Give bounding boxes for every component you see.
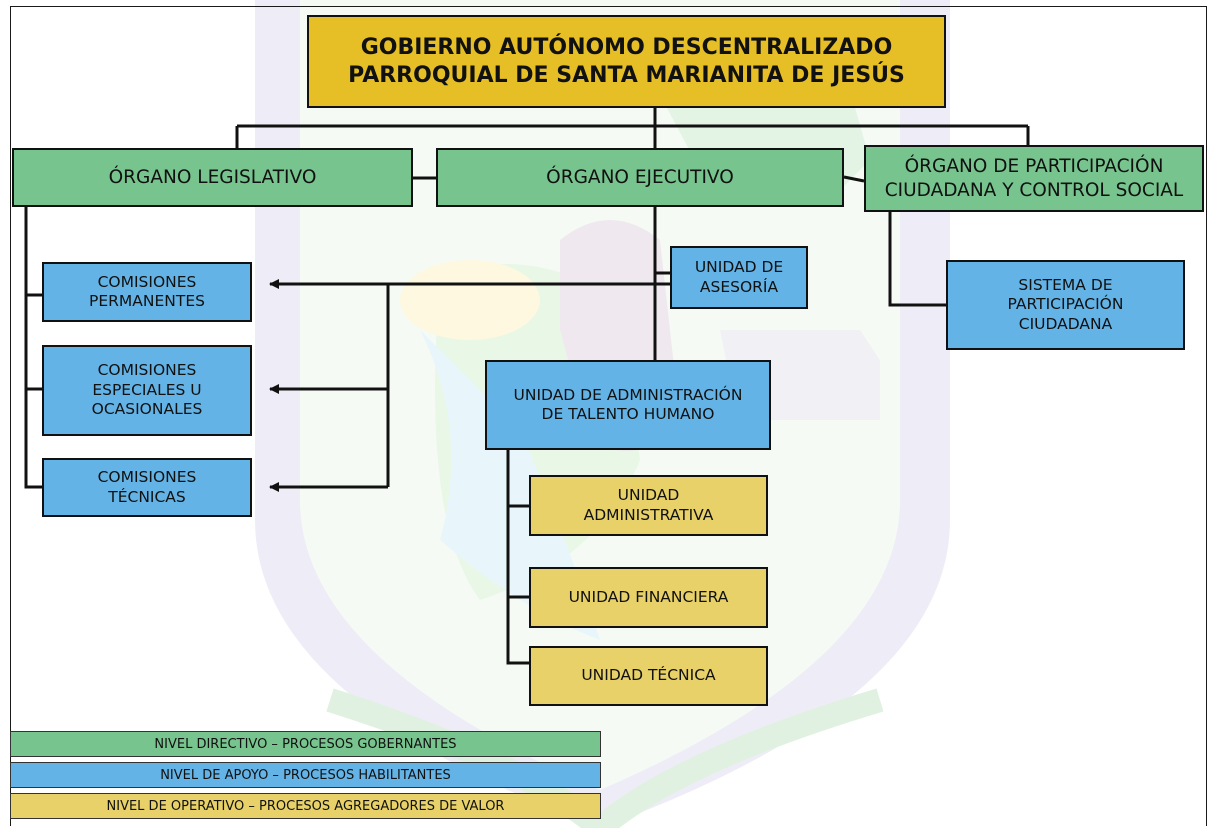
unidad-administrativa-line2: ADMINISTRATIVA [583,505,714,524]
unidad-tecnica-label: UNIDAD TÉCNICA [581,666,716,685]
comisiones-permanentes-line2: PERMANENTES [89,292,205,310]
comisiones-permanentes-line1: COMISIONES [97,272,197,291]
comisiones-especiales-line2: ESPECIALES U [92,380,202,399]
legend-apoyo-label: NIVEL DE APOYO – PROCESOS HABILITANTES [160,767,451,783]
unidad-asesoria-line2: ASESORÍA [699,277,779,296]
legend-operativo-label: NIVEL DE OPERATIVO – PROCESOS AGREGADORE… [106,798,505,814]
organo-ejecutivo-box: ÓRGANO EJECUTIVO [436,148,844,207]
talento-humano-box: UNIDAD DE ADMINISTRACIÓN DE TALENTO HUMA… [485,360,771,450]
organo-legislativo-box: ÓRGANO LEGISLATIVO [12,148,413,207]
unidad-administrativa-line1: UNIDAD [617,486,680,505]
comisiones-permanentes-box: COMISIONES PERMANENTES [42,262,252,322]
unidad-asesoria-line1: UNIDAD DE [694,258,784,277]
sistema-participacion-line3: CIUDADANA [1018,314,1113,333]
gad-title-line2: PARROQUIAL DE SANTA MARIANITA DE JESÚS [348,62,905,88]
comisiones-especiales-line3: OCASIONALES [91,400,203,419]
sistema-participacion-line1: SISTEMA DE [1018,275,1113,294]
unidad-tecnica-box: UNIDAD TÉCNICA [529,646,768,706]
sistema-participacion-box: SISTEMA DE PARTICIPACIÓN CIUDADANA [946,260,1185,350]
comisiones-tecnicas-box: COMISIONES TÉCNICAS [42,458,252,517]
organo-participacion-line1: ÓRGANO DE PARTICIPACIÓN [904,156,1164,178]
comisiones-tecnicas-line1: COMISIONES [97,468,197,487]
legend-directivo-label: NIVEL DIRECTIVO – PROCESOS GOBERNANTES [154,736,457,752]
unidad-administrativa-box: UNIDAD ADMINISTRATIVA [529,475,768,536]
talento-humano-line1: UNIDAD DE ADMINISTRACIÓN [513,385,743,404]
organo-participacion-line2: CIUDADANA Y CONTROL SOCIAL [884,179,1184,201]
legend-directivo: NIVEL DIRECTIVO – PROCESOS GOBERNANTES [10,731,601,757]
sistema-participacion-line2: PARTICIPACIÓN [1007,295,1124,314]
unidad-financiera-label: UNIDAD FINANCIERA [568,587,729,606]
gad-title-line1: GOBIERNO AUTÓNOMO DESCENTRALIZADO [360,35,893,60]
chart-frame [10,6,1207,826]
organo-ejecutivo-label: ÓRGANO EJECUTIVO [546,166,734,188]
comisiones-especiales-line1: COMISIONES [97,361,197,380]
organo-legislativo-label: ÓRGANO LEGISLATIVO [108,166,317,188]
unidad-asesoria-box: UNIDAD DE ASESORÍA [670,246,808,309]
gad-title-box: GOBIERNO AUTÓNOMO DESCENTRALIZADO PARROQ… [307,15,946,108]
organo-participacion-box: ÓRGANO DE PARTICIPACIÓN CIUDADANA Y CONT… [864,145,1204,212]
comisiones-tecnicas-line2: TÉCNICAS [108,487,186,506]
legend-apoyo: NIVEL DE APOYO – PROCESOS HABILITANTES [10,762,601,788]
legend-operativo: NIVEL DE OPERATIVO – PROCESOS AGREGADORE… [10,793,601,819]
comisiones-especiales-box: COMISIONES ESPECIALES U OCASIONALES [42,345,252,436]
unidad-financiera-box: UNIDAD FINANCIERA [529,567,768,628]
talento-humano-line2: DE TALENTO HUMANO [541,405,715,423]
